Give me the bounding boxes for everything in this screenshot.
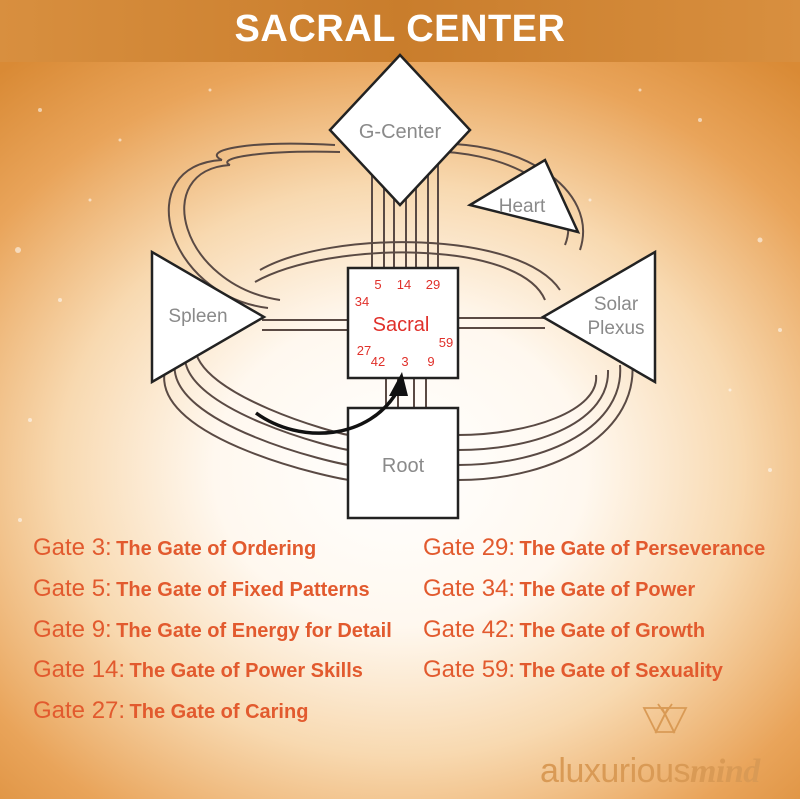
- solar-plexus-label-line1: Solar: [594, 294, 639, 315]
- sacral-gate-number: 27: [357, 343, 371, 358]
- channel-lines: [163, 142, 634, 481]
- sparkle-decoration: [15, 88, 782, 522]
- sacral-gate-number: 29: [426, 277, 440, 292]
- page-title: SACRAL CENTER: [234, 8, 566, 50]
- root-label: Root: [382, 455, 425, 477]
- spleen-label: Spleen: [168, 306, 227, 327]
- sacral-label: Sacral: [373, 314, 430, 336]
- brand-logo: aluxuriousmind: [540, 700, 800, 799]
- logo-text-regular: aluxurious: [540, 752, 690, 790]
- root-shape: [346, 406, 460, 520]
- logo-wordmark: aluxuriousmind: [540, 752, 760, 791]
- g-center-shape: [328, 53, 472, 207]
- spleen-shape: [150, 249, 267, 385]
- logo-text-script: mind: [689, 753, 760, 790]
- g-center-label: G-Center: [359, 121, 442, 143]
- sacral-gate-number: 3: [401, 354, 408, 369]
- solar-plexus-label-line2: Plexus: [587, 318, 644, 339]
- sacral-gate-number: 5: [374, 277, 381, 292]
- heart-shape: [466, 158, 581, 234]
- logo-icon: [642, 703, 688, 735]
- arrow-curve: [254, 389, 400, 435]
- sacral-gate-number: 9: [427, 354, 434, 369]
- solar-plexus-shape: [540, 249, 657, 385]
- sacral-gate-number: 34: [355, 294, 369, 309]
- sacral-gate-number: 59: [439, 335, 453, 350]
- sacral-gate-number: 42: [371, 354, 385, 369]
- sacral-gate-number: 14: [397, 277, 411, 292]
- arrow-head-icon: [389, 372, 408, 396]
- heart-label: Heart: [499, 196, 546, 217]
- title-banner: [0, 0, 800, 62]
- sacral-shape: [346, 266, 460, 380]
